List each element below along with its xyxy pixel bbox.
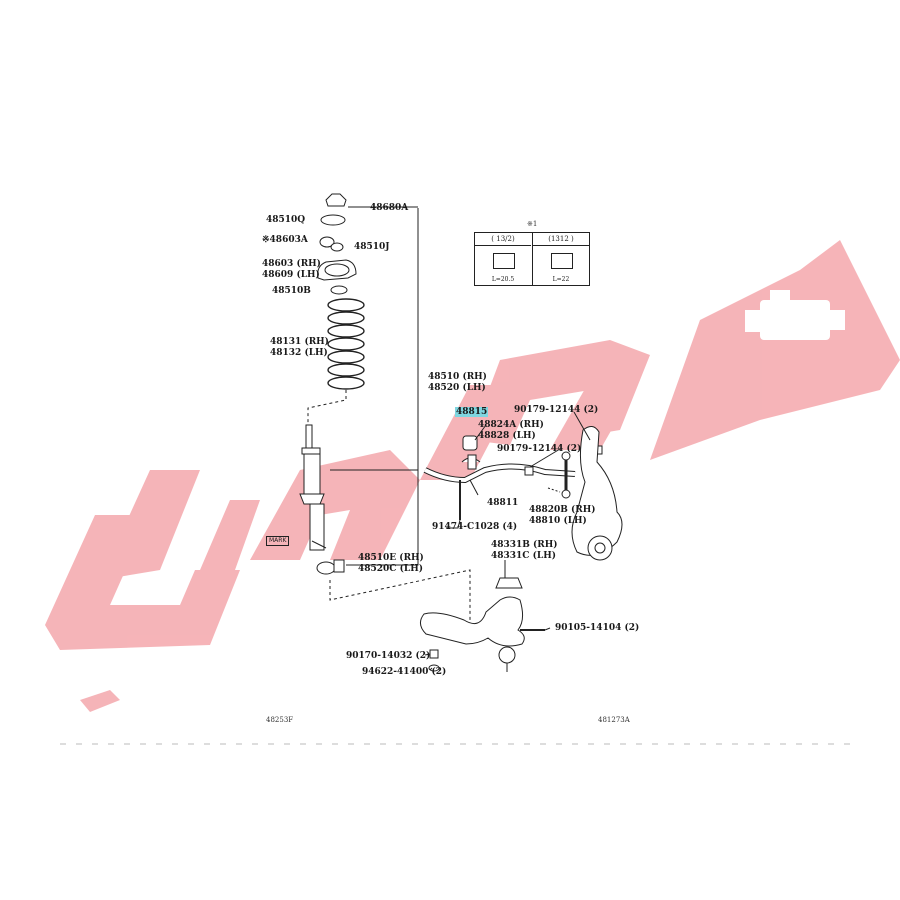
reference-code-right: 481273A bbox=[598, 716, 630, 724]
part-label: 48609 (LH) bbox=[262, 270, 320, 280]
part-label: 48131 (RH) bbox=[270, 337, 329, 347]
mark-label: MARK bbox=[266, 536, 290, 546]
part-label: 90105-14104 (2) bbox=[555, 623, 640, 633]
inset-length-right: L=22 bbox=[552, 276, 570, 283]
part-label: 48331B (RH) bbox=[491, 540, 558, 550]
part-label: 48824A (RH) bbox=[478, 420, 544, 430]
inset-cell-right: (1312 ) L=22 bbox=[532, 233, 589, 285]
inset-title: ※1 bbox=[527, 220, 538, 228]
part-label: 48132 (LH) bbox=[270, 348, 328, 358]
part-label: 48820B (RH) bbox=[529, 505, 596, 515]
part-label: 48510E (RH) bbox=[358, 553, 424, 563]
part-label: 48520 (LH) bbox=[428, 383, 486, 393]
part-label: 48810 (LH) bbox=[529, 516, 587, 526]
part-label: 90179-12144 (2) bbox=[514, 405, 599, 415]
highlight: 48815 bbox=[455, 407, 489, 417]
part-label: 48828 (LH) bbox=[478, 431, 536, 441]
part-label: 48811 bbox=[487, 498, 519, 508]
part-label: 94622-41400 (2) bbox=[362, 667, 447, 677]
reference-code-left: 48253F bbox=[266, 716, 294, 724]
bolt-icon bbox=[493, 253, 515, 269]
part-label: 48510 (RH) bbox=[428, 372, 487, 382]
part-label: 91474-C1028 (4) bbox=[432, 522, 518, 532]
part-label: 90170-14032 (2) bbox=[346, 651, 431, 661]
part-label: 48510J bbox=[354, 242, 390, 252]
part-label: 90179-12144 (2) bbox=[497, 444, 582, 454]
inset-header-left: ( 13/2) bbox=[475, 233, 531, 246]
inset-header-right: (1312 ) bbox=[533, 233, 589, 246]
inset-length-left: L=20.5 bbox=[491, 276, 515, 283]
part-label-highlighted: 48815 bbox=[455, 407, 489, 417]
inset-cell-left: ( 13/2) L=20.5 bbox=[475, 233, 531, 285]
inset-box: ( 13/2) L=20.5 (1312 ) L=22 bbox=[474, 232, 590, 286]
part-label: 48510Q bbox=[266, 215, 306, 225]
bolt-icon bbox=[551, 253, 573, 269]
part-label: ※48603A bbox=[262, 235, 308, 245]
part-label: 48510B bbox=[272, 286, 311, 296]
part-label: 48331C (LH) bbox=[491, 551, 556, 561]
part-label: 48603 (RH) bbox=[262, 259, 321, 269]
part-label: 48680A bbox=[370, 203, 409, 213]
part-label: 48520C (LH) bbox=[358, 564, 423, 574]
